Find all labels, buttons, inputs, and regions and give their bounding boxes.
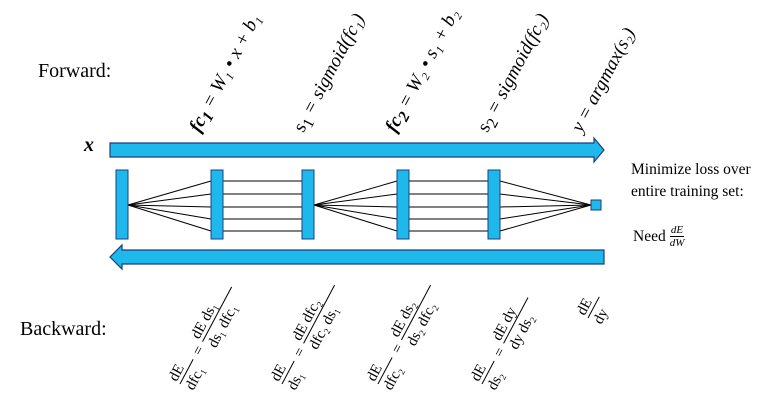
forward-label: Forward: <box>38 60 112 82</box>
layer-s2 <box>487 169 501 240</box>
need-dE-dW: Need dE dW <box>633 224 685 249</box>
connection-lines <box>127 180 592 232</box>
layer-fc1 <box>210 169 224 240</box>
layer-output <box>590 199 602 211</box>
layer-fc2 <box>396 169 410 240</box>
side-note: Minimize loss over entire training set: <box>631 159 751 203</box>
backward-label: Backward: <box>20 318 107 340</box>
backward-arrow <box>109 243 605 271</box>
layer-s1 <box>301 169 315 240</box>
forward-arrow <box>109 136 605 164</box>
side-note-line2: entire training set: <box>631 183 744 200</box>
side-note-line1: Minimize loss over <box>631 161 751 178</box>
layer-input <box>115 169 129 240</box>
x-input-label: x <box>84 134 94 156</box>
